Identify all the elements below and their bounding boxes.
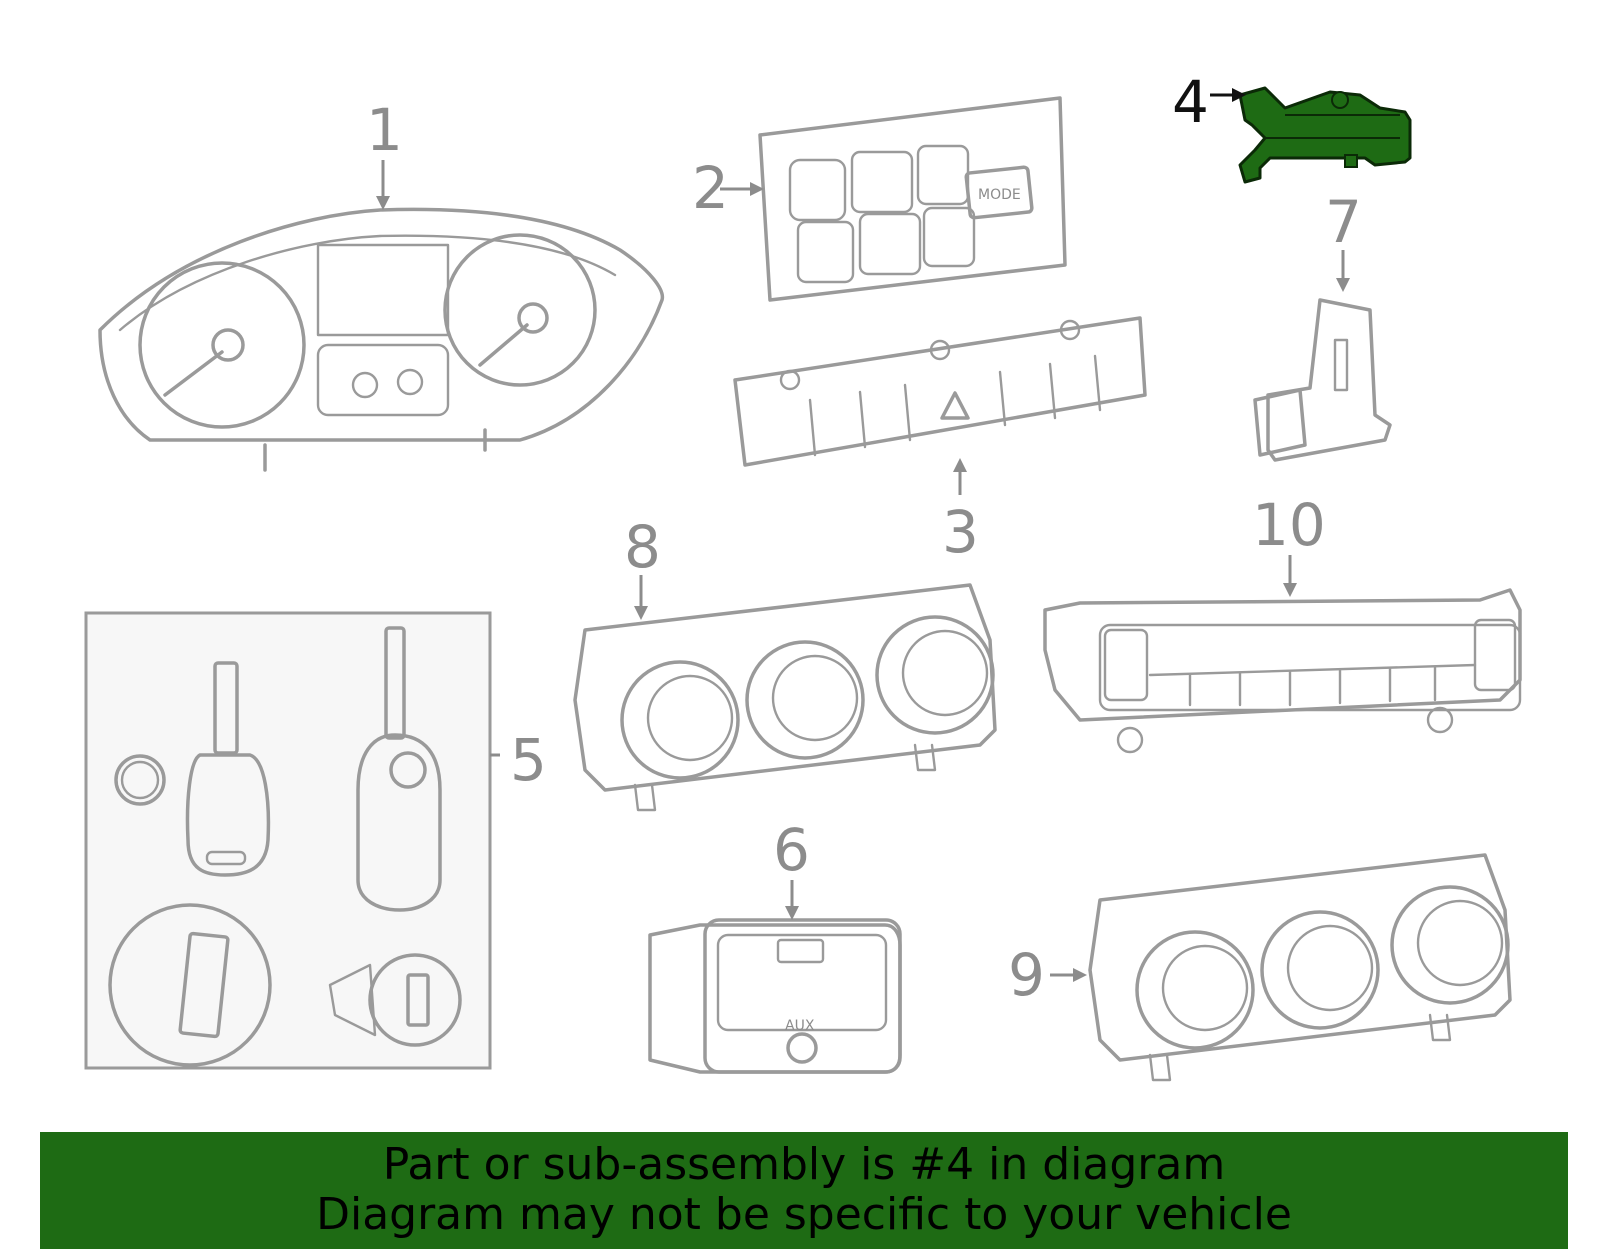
part-6-usb-aux-module[interactable]: AUX xyxy=(648,918,902,1074)
callout-6: 6 xyxy=(773,816,810,884)
callout-3: 3 xyxy=(942,498,979,566)
aux-label: AUX xyxy=(785,1018,815,1034)
callout-8: 8 xyxy=(624,513,661,581)
part-9-hvac-control[interactable] xyxy=(1088,853,1512,1082)
banner-line-2: Diagram may not be specific to your vehi… xyxy=(316,1189,1292,1240)
part-7-sensor-bracket[interactable] xyxy=(1253,298,1392,462)
part-2-switch-panel[interactable]: MODE xyxy=(758,96,1067,302)
part-8-hvac-control[interactable] xyxy=(573,583,997,812)
part-4-bracket-highlighted[interactable] xyxy=(1238,86,1412,184)
info-banner: Part or sub-assembly is #4 in diagram Di… xyxy=(40,1132,1568,1249)
banner-line-1: Part or sub-assembly is #4 in diagram xyxy=(382,1139,1226,1190)
callout-1: 1 xyxy=(366,96,403,164)
part-5-key-set[interactable] xyxy=(84,611,492,1070)
callout-4: 4 xyxy=(1172,68,1209,136)
callout-5: 5 xyxy=(510,726,547,794)
callout-2: 2 xyxy=(692,154,729,222)
part-1-instrument-cluster[interactable] xyxy=(98,207,665,472)
part-10-climate-panel[interactable] xyxy=(1043,588,1522,754)
callout-7: 7 xyxy=(1325,188,1362,256)
part-3-hazard-switch-bar[interactable] xyxy=(733,316,1147,467)
callout-10: 10 xyxy=(1252,491,1326,559)
callout-9: 9 xyxy=(1008,941,1045,1009)
mode-label: MODE xyxy=(978,187,1021,203)
callout-arrows xyxy=(376,88,1350,982)
